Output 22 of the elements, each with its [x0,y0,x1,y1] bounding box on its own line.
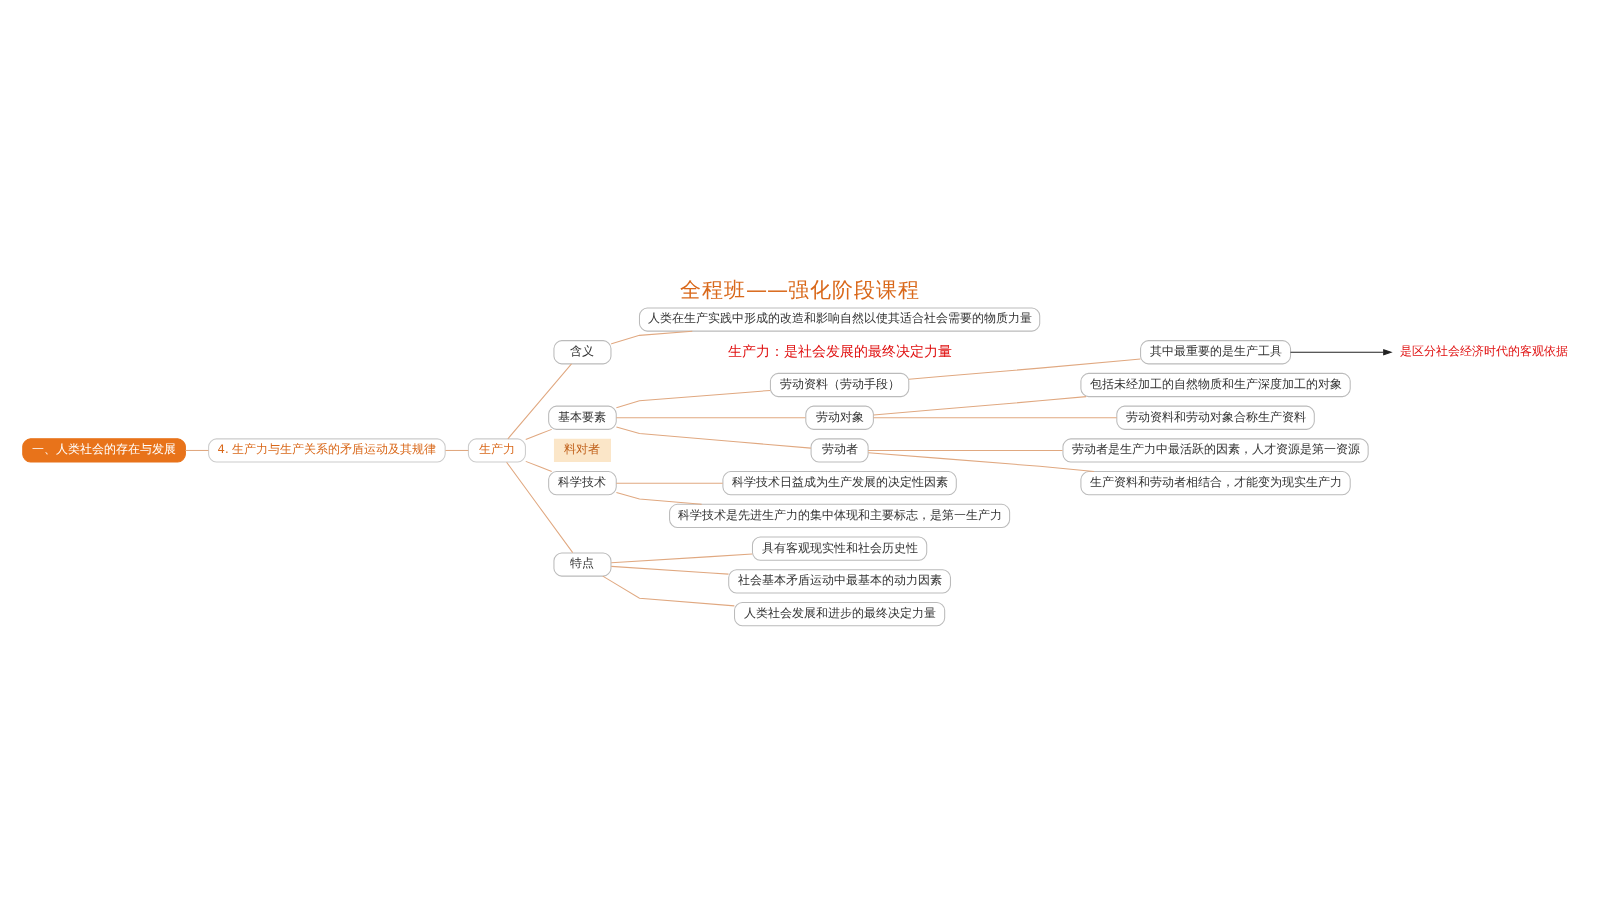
connector [867,451,1095,472]
connector [610,564,730,574]
connector [872,416,1118,418]
connector [615,425,812,448]
connector [908,357,1141,379]
connector [506,460,574,553]
diagram-title: 全程班——强化阶段课程 [679,278,921,303]
connector [867,448,1064,450]
connector [615,388,771,408]
connector [615,481,724,483]
connector [184,448,209,450]
connector [525,427,553,440]
connector [610,552,753,563]
connector [615,491,703,504]
connector [610,329,693,344]
connector [602,574,735,606]
connector [525,459,553,472]
connector [873,395,1087,415]
arrow [1290,347,1393,355]
connector [507,362,573,439]
connector [615,416,806,418]
connector [444,448,469,450]
